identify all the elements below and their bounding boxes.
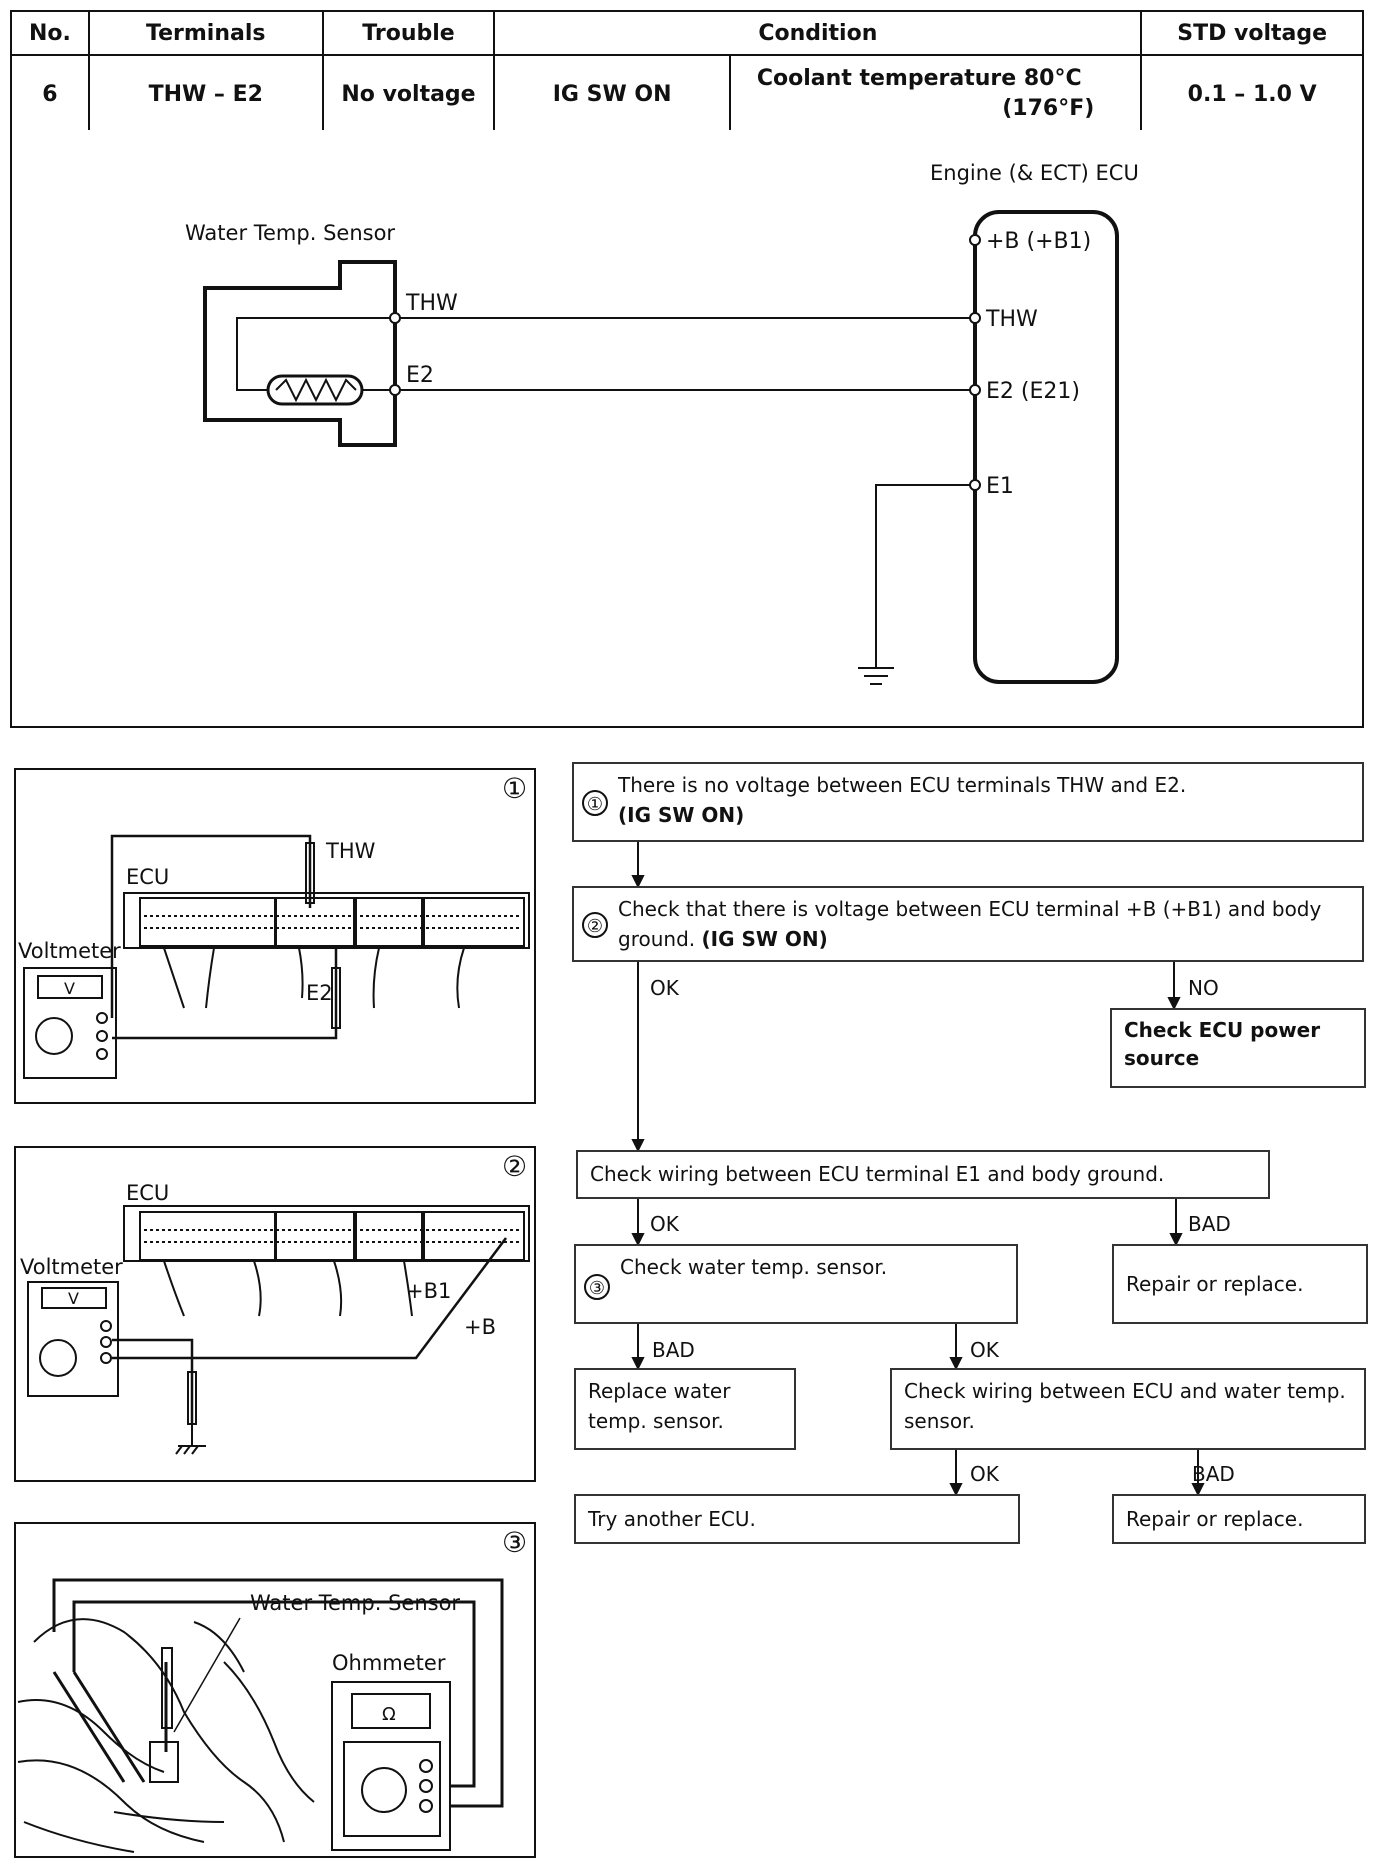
flow-ok-label-1: OK (650, 976, 679, 1000)
flow-step-2-condition: (IG SW ON) (701, 927, 828, 951)
coolant-temp-f: (176°F) (1002, 96, 1095, 121)
flow-step-2-text: Check that there is voltage between ECU … (618, 897, 1322, 951)
cell-std: 0.1 – 1.0 V (1140, 54, 1364, 134)
ecu-b-label: +B (+B1) (986, 229, 1091, 254)
sensor-title: Water Temp. Sensor (185, 221, 395, 245)
ground-icon (858, 667, 894, 685)
flow-check-power-source: Check ECU power source (1110, 1008, 1366, 1088)
ecu-e2-label: E2 (E21) (986, 379, 1080, 404)
flow-step-2: ② Check that there is voltage between EC… (572, 886, 1364, 962)
ecu-e1-label: E1 (986, 474, 1014, 499)
wire-e1-ground (875, 484, 970, 668)
header-no: No. (10, 10, 90, 56)
flow-bad-label-3: BAD (1192, 1462, 1235, 1486)
illus1-ecu-label: ECU (126, 865, 169, 889)
flow-bad-label-2: BAD (652, 1338, 695, 1362)
flow-replace-sensor: Replace water temp. sensor. (574, 1368, 796, 1450)
illus1-e2-label: E2 (306, 981, 333, 1005)
cell-coolant: Coolant temperature 80°C (176°F) (728, 54, 1143, 134)
ecu-box (973, 210, 1119, 684)
ecu-b-terminal (969, 234, 981, 246)
spec-header-row: No. Terminals Trouble Condition STD volt… (10, 10, 1364, 56)
circuit-panel (10, 130, 1364, 728)
illus2-b1-label: +B1 (406, 1279, 451, 1303)
flow-step-3-number: ③ (584, 1274, 610, 1300)
voltmeter-icon (27, 1281, 119, 1397)
spec-table: No. Terminals Trouble Condition STD volt… (10, 10, 1364, 134)
ecu-connector-block-icon (123, 1205, 530, 1317)
illustration-1: ① ECU THW E2 Voltmeter V (18, 772, 530, 1079)
header-trouble: Trouble (321, 10, 496, 56)
flow-no-label-1: NO (1188, 976, 1219, 1000)
ecu-thw-label: THW (985, 307, 1038, 332)
engine-bay-icon (17, 1618, 315, 1853)
flow-repair-or-replace-2: Repair or replace. (1112, 1494, 1366, 1544)
illustration-2: ② ECU Voltmeter +B1 +B V (20, 1150, 530, 1455)
illus1-voltmeter-label: Voltmeter (18, 939, 121, 963)
flow-ok-label-2: OK (650, 1212, 679, 1236)
illus1-probe-wire-e2 (112, 948, 338, 1040)
illus3-dial-label: Ω (382, 1704, 396, 1725)
circuit-diagram: Water Temp. Sensor Engine (& ECT) ECU TH… (185, 161, 1139, 685)
illus2-dial-label: V (68, 1289, 79, 1308)
illus2-probe-wire-ground (112, 1338, 194, 1424)
header-std-voltage: STD voltage (1140, 10, 1364, 56)
sensor-inner-loop (236, 317, 395, 391)
flow-ok-label-4: OK (970, 1462, 999, 1486)
flow-step-3-text: Check water temp. sensor. (620, 1255, 888, 1279)
sensor-housing (203, 260, 397, 447)
illus1-number: ① (502, 772, 527, 805)
flow-ok-label-3: OK (970, 1338, 999, 1362)
cell-terminals: THW – E2 (87, 54, 324, 134)
flow-step-2-number: ② (582, 912, 608, 938)
illus3-number: ③ (502, 1526, 527, 1559)
flow-step-1-condition: (IG SW ON) (618, 803, 745, 827)
illus2-number: ② (502, 1150, 527, 1183)
illus3-probe-wire-1 (52, 1578, 504, 1808)
header-terminals: Terminals (87, 10, 324, 56)
illus2-b-label: +B (464, 1315, 496, 1339)
ecu-title: Engine (& ECT) ECU (930, 161, 1139, 185)
illus2-ecu-label: ECU (126, 1181, 169, 1205)
ecu-connector-block-icon (123, 892, 530, 1009)
illus1-dial-label: V (64, 979, 75, 998)
illustration-3: ③ Water Temp. Sensor Ohmmeter Ω (17, 1526, 527, 1853)
flow-step-1-text: There is no voltage between ECU terminal… (618, 773, 1187, 797)
flow-check-ecu-sensor-wiring: Check wiring between ECU and water temp.… (890, 1368, 1366, 1450)
flow-repair-or-replace-1: Repair or replace. (1112, 1244, 1368, 1324)
illus2-voltmeter-label: Voltmeter (20, 1255, 123, 1279)
flow-try-another-ecu: Try another ECU. (574, 1494, 1020, 1544)
illus3-ohmmeter-label: Ohmmeter (332, 1651, 446, 1675)
voltmeter-icon (23, 967, 117, 1079)
sensor-e2-label: E2 (406, 363, 434, 388)
ecu-e2-terminal (969, 384, 981, 396)
cell-ig: IG SW ON (493, 54, 731, 134)
flow-e1-ground-check: Check wiring between ECU terminal E1 and… (576, 1150, 1270, 1199)
thermistor-zigzag-icon (275, 377, 357, 403)
spec-row: 6 THW – E2 No voltage IG SW ON Coolant t… (10, 54, 1364, 134)
illus1-thw-label: THW (325, 839, 376, 863)
illus3-probe-wire-2 (72, 1600, 476, 1788)
ground-icon (175, 1424, 206, 1455)
flow-bad-label-1: BAD (1188, 1212, 1231, 1236)
illus1-probe-wire-thw (110, 834, 312, 1018)
sensor-thw-label: THW (405, 291, 458, 316)
header-condition: Condition (493, 10, 1143, 56)
flow-step-3: ③ Check water temp. sensor. (574, 1244, 1018, 1324)
ohmmeter-icon (331, 1681, 451, 1851)
coolant-temp-c: Coolant temperature 80°C (756, 66, 1082, 91)
cell-trouble: No voltage (321, 54, 496, 134)
flow-step-1-number: ① (582, 790, 608, 816)
cell-no: 6 (10, 54, 90, 134)
flow-step-1: ① There is no voltage between ECU termin… (572, 762, 1364, 842)
illus2-probe-wire-b (112, 1237, 507, 1360)
ecu-thw-terminal (969, 312, 981, 324)
